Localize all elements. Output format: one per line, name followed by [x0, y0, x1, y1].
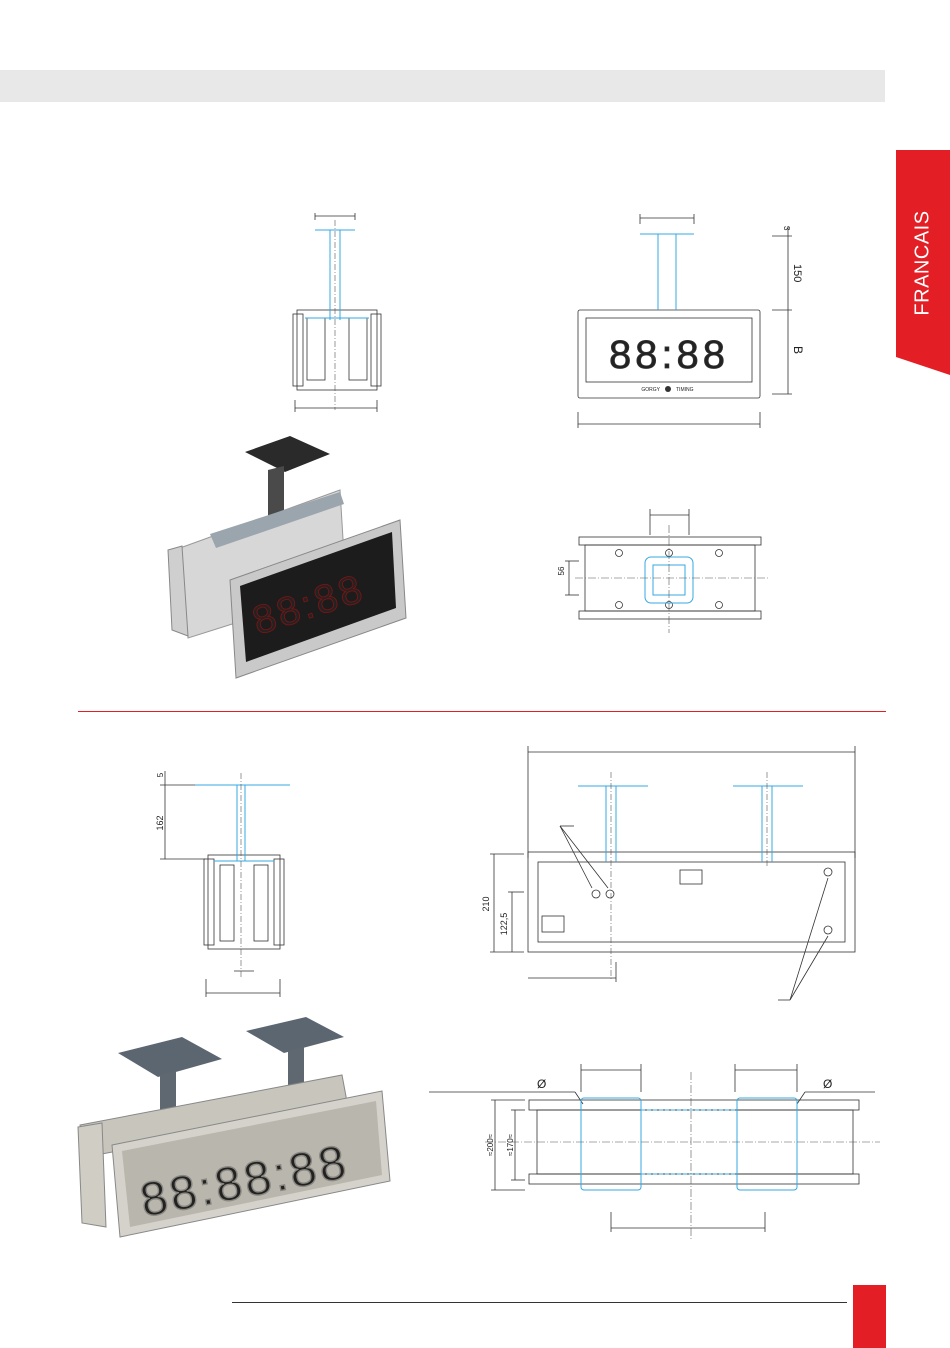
dim-outer-200: ≈200≈	[486, 1133, 495, 1156]
dim-arm-162: 162	[155, 815, 165, 830]
dim-inner-122-5: 122,5	[499, 913, 509, 936]
brand-left: GORGY	[641, 387, 660, 393]
render-top-clock: 88:88	[160, 430, 410, 680]
dim-inner-170: ≈170≈	[506, 1133, 515, 1156]
diameter-left: Ø	[537, 1077, 546, 1091]
language-tab-label: FRANCAIS	[912, 210, 935, 315]
language-tab[interactable]: FRANCAIS	[896, 150, 950, 375]
dim-top-5: 5	[156, 772, 165, 777]
brand-right: TIMING	[676, 387, 694, 393]
diameter-right: Ø	[823, 1077, 832, 1091]
drawing-top-plan-view: 56	[555, 505, 775, 635]
footer-rule	[232, 1302, 847, 1303]
render-bottom-clock: 88:88:88	[72, 1015, 402, 1245]
dim-arm-150: 150	[791, 264, 803, 282]
dim-body-b: B	[791, 346, 805, 354]
header-band	[0, 70, 885, 102]
drawing-bottom-front-view: 210 122,5	[478, 742, 863, 1010]
brand-logo-icon	[665, 386, 671, 392]
dim-side-56: 56	[557, 566, 566, 575]
drawing-bottom-side-view: 5 162	[150, 765, 300, 1000]
section-separator	[78, 711, 886, 712]
page-number-tab	[853, 1285, 886, 1348]
drawing-bottom-plan-view: ≈200≈ ≈170≈ Ø Ø	[425, 1062, 885, 1242]
display-digits-front: 88:88	[609, 333, 729, 377]
drawing-top-front-view: 3 150 B 88:88 GORGY TIMING	[572, 212, 812, 432]
drawing-top-side-view	[285, 210, 395, 420]
dim-top-3: 3	[782, 226, 791, 231]
dim-height-210: 210	[481, 896, 491, 911]
